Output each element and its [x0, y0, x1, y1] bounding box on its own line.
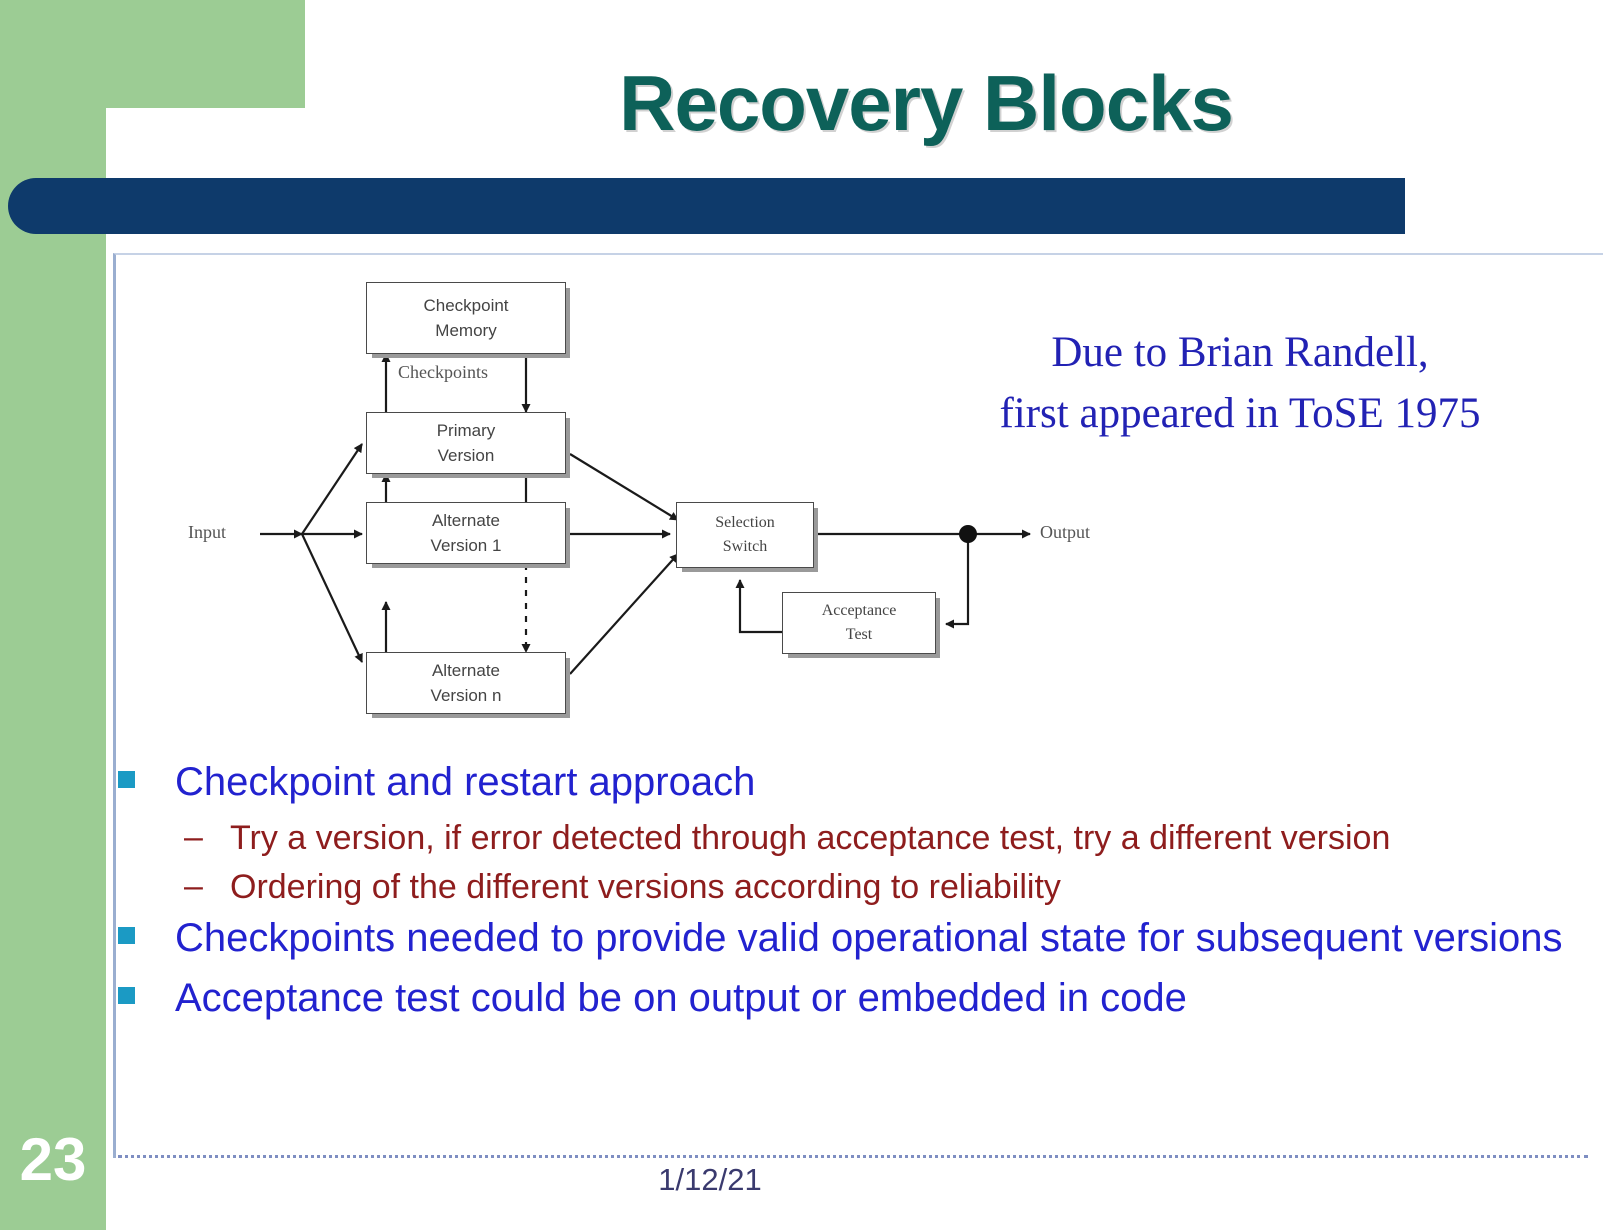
- box-label: Primary: [436, 420, 496, 440]
- bullet-level1: Checkpoint and restart approach: [118, 756, 1568, 809]
- bullet-dash-icon: –: [184, 818, 203, 857]
- box-primary-version: Primary Version: [366, 412, 566, 474]
- bullet-level2: – Ordering of the different versions acc…: [184, 864, 1568, 911]
- label-input: Input: [188, 522, 226, 542]
- label-checkpoints: Checkpoints: [398, 362, 488, 382]
- box-label: Alternate: [431, 510, 501, 530]
- box-label: Version n: [430, 686, 502, 705]
- bullet-square-icon: [118, 986, 135, 1004]
- bullet-square-icon: [118, 927, 135, 945]
- attribution-note: Due to Brian Randell, first appeared in …: [930, 322, 1550, 444]
- bullet-level1: Acceptance test could be on output or em…: [118, 972, 1568, 1025]
- box-selection-switch: Selection Switch: [676, 502, 814, 568]
- attribution-line-1: Due to Brian Randell,: [1051, 329, 1429, 376]
- bullet-level1: Checkpoints needed to provide valid oper…: [118, 912, 1568, 965]
- output-junction-dot: [959, 525, 977, 543]
- content-panel: [113, 253, 1603, 1158]
- box-label: Test: [845, 626, 873, 643]
- bullet-text: Acceptance test could be on output or em…: [175, 975, 1187, 1020]
- bullet-list: Checkpoint and restart approach – Try a …: [118, 756, 1568, 1031]
- box-label: Alternate: [431, 660, 501, 680]
- slide-title: Recovery Blocks: [619, 59, 1234, 147]
- navy-title-bar-extension: [300, 178, 1405, 234]
- bullet-level2: – Try a version, if error detected throu…: [184, 815, 1568, 862]
- box-label: Version 1: [430, 536, 502, 555]
- bullet-text: Checkpoints needed to provide valid oper…: [175, 916, 1563, 961]
- label-output: Output: [1040, 522, 1091, 542]
- box-label: Switch: [722, 538, 768, 555]
- attribution-line-2: first appeared in ToSE 1975: [999, 390, 1481, 438]
- bullet-text: Ordering of the different versions accor…: [230, 867, 1061, 906]
- box-label: Checkpoint: [423, 295, 509, 315]
- box-label: Acceptance: [821, 602, 897, 619]
- box-acceptance-test: Acceptance Test: [782, 592, 936, 654]
- box-alternate-version-1: Alternate Version 1: [366, 502, 566, 564]
- diagram-connectors: [260, 353, 1031, 675]
- bullet-dash-icon: –: [184, 866, 203, 905]
- box-alternate-version-n: Alternate Version n: [366, 652, 566, 714]
- page-number: 23: [19, 1126, 87, 1193]
- box-label: Memory: [435, 321, 497, 340]
- footer-date: 1/12/21: [658, 1162, 762, 1197]
- bullet-text: Try a version, if error detected through…: [230, 819, 1391, 858]
- box-label: Version: [437, 446, 495, 465]
- box-label: Selection: [715, 514, 775, 531]
- bullet-text: Checkpoint and restart approach: [175, 760, 756, 804]
- bullet-square-icon: [118, 771, 135, 788]
- footer-divider: [118, 1155, 1588, 1158]
- recovery-blocks-diagram: Checkpoint Memory Primary Version Altern…: [150, 262, 1150, 732]
- top-left-accent-block: [0, 0, 305, 108]
- box-checkpoint-memory: Checkpoint Memory: [366, 282, 566, 354]
